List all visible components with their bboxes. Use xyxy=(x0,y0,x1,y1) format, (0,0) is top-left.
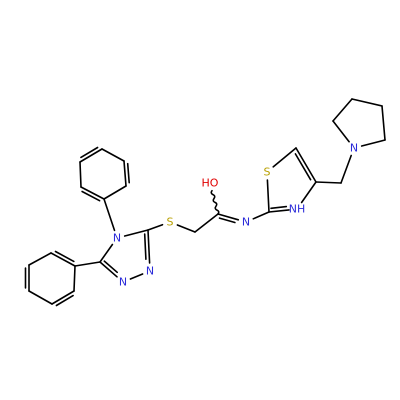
bond-line xyxy=(74,261,101,267)
bond-line-double xyxy=(81,190,101,202)
atom-label-nh-thz: NH xyxy=(289,203,306,216)
bond-line-double xyxy=(218,217,236,224)
atom-label-n-amide: N xyxy=(242,216,250,229)
bond-line xyxy=(340,154,353,184)
bond-line xyxy=(194,213,219,233)
bond-line xyxy=(73,265,76,292)
bond-line-double xyxy=(294,153,312,181)
bond-line xyxy=(79,161,82,188)
atom-label-o-amide: HO xyxy=(202,177,219,190)
bond-line xyxy=(147,229,151,264)
wavy-bond xyxy=(210,189,220,215)
bond-line xyxy=(217,213,240,221)
bond-line xyxy=(300,181,317,204)
bond-line-double xyxy=(103,260,118,274)
bond-line xyxy=(51,290,75,305)
bond-line-double xyxy=(143,233,147,261)
bond-line xyxy=(351,98,383,107)
bond-line xyxy=(332,98,353,122)
bond-line-double xyxy=(270,205,288,210)
bond-line xyxy=(272,147,297,168)
atom-label-n-pyr: N xyxy=(350,142,358,155)
bond-line xyxy=(123,160,127,187)
bond-line xyxy=(129,273,144,280)
atom-label-n-tri-c: N xyxy=(119,276,127,289)
atom-label-n-tri-a: N xyxy=(113,232,121,245)
atom-label-s-thio: S xyxy=(167,216,174,229)
bond-line xyxy=(28,252,52,266)
bond-line xyxy=(99,243,114,263)
bond-line xyxy=(99,261,118,278)
bond-line xyxy=(381,105,386,141)
bond-line xyxy=(176,224,196,233)
bond-layer xyxy=(24,98,386,307)
bond-line xyxy=(79,148,103,163)
bond-line xyxy=(252,211,270,220)
atom-label-n-tri-b: N xyxy=(146,265,154,278)
bond-line xyxy=(80,186,105,200)
bond-line xyxy=(50,252,76,267)
bond-line-double xyxy=(126,162,130,184)
bond-line xyxy=(268,209,290,213)
bond-line xyxy=(315,181,342,184)
bond-line xyxy=(360,139,386,147)
bond-line-double xyxy=(80,146,99,159)
bond-line xyxy=(266,179,270,213)
atom-label-s-thz: S xyxy=(264,166,271,179)
bond-line xyxy=(147,223,164,231)
bond-line xyxy=(103,185,127,200)
bond-line xyxy=(28,290,53,305)
bond-line xyxy=(101,148,125,162)
bond-line xyxy=(332,120,350,143)
bond-line-double xyxy=(55,294,74,307)
bond-line xyxy=(123,229,149,237)
bond-line-double xyxy=(54,250,75,263)
bond-line xyxy=(103,198,116,232)
atom-label-layer: N N N S HO N S NH N xyxy=(113,142,358,289)
bond-line xyxy=(295,147,317,183)
